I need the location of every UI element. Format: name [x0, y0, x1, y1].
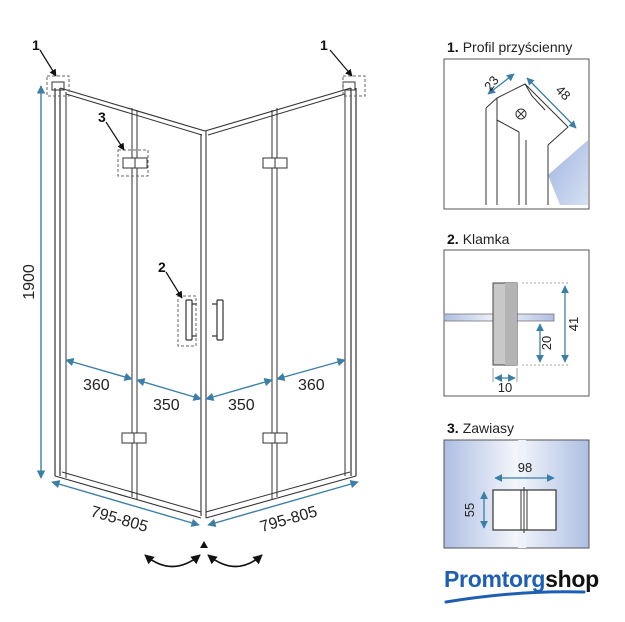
detail-2-title: 2.Klamka [447, 231, 510, 247]
logo-part-2: shop [545, 566, 599, 592]
width-right-inner: 350 [228, 397, 255, 414]
width-left-inner: 350 [153, 397, 180, 414]
width-right-outer: 360 [298, 377, 325, 394]
detail-3-panel [443, 439, 590, 549]
corner-mark-icon [200, 541, 208, 548]
height-dimension-label: 1900 [21, 264, 38, 300]
detail-2-dim-10: 10 [498, 380, 512, 395]
detail-2-dim-41: 41 [566, 317, 581, 331]
detail-1-panel [443, 58, 590, 210]
callout-3: 3 [98, 109, 106, 125]
detail-2-dim-20: 20 [539, 336, 554, 350]
callout-1-left: 1 [32, 37, 40, 53]
detail-3-dim-98: 98 [518, 460, 532, 475]
base-dimension-lines [51, 480, 359, 527]
door-handles [185, 299, 224, 341]
detail-2-panel [443, 249, 590, 397]
callout-1-right: 1 [320, 37, 328, 53]
hinges [121, 157, 288, 444]
detail-3-dim-55: 55 [462, 503, 477, 517]
detail-markers [46, 75, 366, 347]
callout-2: 2 [158, 259, 166, 275]
logo-swoosh-icon [444, 590, 586, 604]
width-dimension-lines [65, 357, 346, 401]
detail-3-title: 3.Zawiasy [447, 420, 514, 436]
enclosure-drawing [51, 81, 357, 519]
callout-leaders [39, 49, 353, 299]
detail-1-title: 1.Profil przyścienny [447, 39, 572, 55]
swing-arrows [144, 554, 263, 568]
width-left-outer: 360 [83, 377, 110, 394]
logo-part-1: Promtorg [444, 566, 546, 592]
brand-logo: Promtorgshop [444, 566, 599, 598]
